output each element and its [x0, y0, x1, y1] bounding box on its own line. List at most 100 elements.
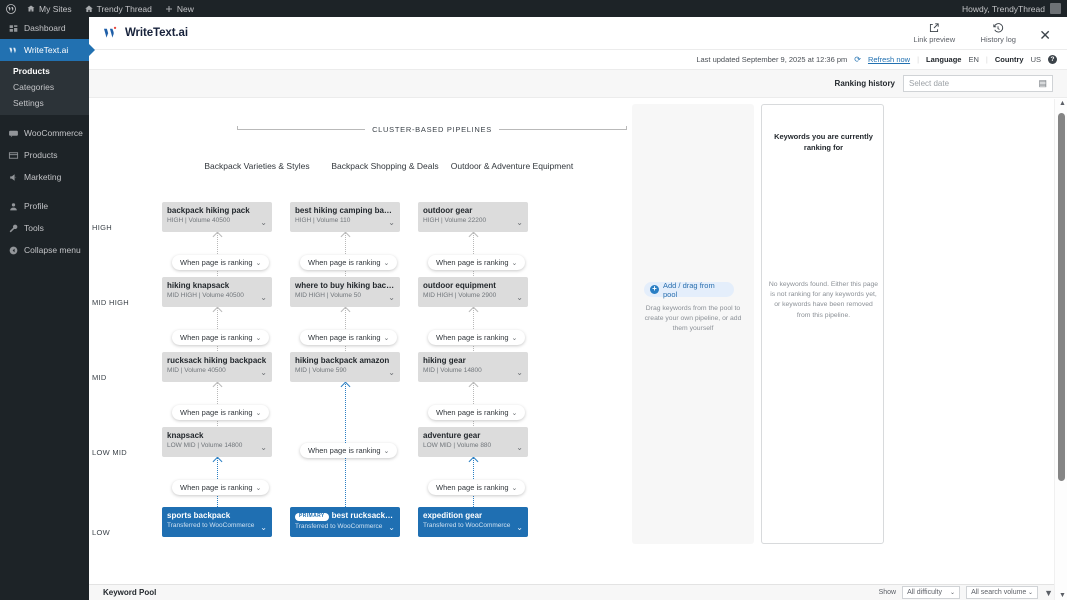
sidebar-item-profile[interactable]: Profile: [0, 195, 89, 217]
ranking-condition-pill[interactable]: When page is ranking ⌄: [300, 330, 398, 345]
keyword-node[interactable]: hiking knapsack MID HIGH | Volume 40500 …: [162, 277, 272, 307]
caret-down-icon[interactable]: ▼: [1059, 592, 1066, 599]
language-value[interactable]: EN: [968, 55, 979, 64]
ranking-condition-pill[interactable]: When page is ranking ⌄: [172, 405, 270, 420]
keyword-node[interactable]: backpack hiking pack HIGH | Volume 40500…: [162, 202, 272, 232]
node-title: adventure gear: [423, 431, 481, 440]
sidebar-item-marketing[interactable]: Marketing: [0, 166, 89, 188]
filter-icon[interactable]: ▼: [1044, 587, 1053, 598]
wordpress-icon[interactable]: [0, 0, 20, 17]
adminbar-item-site-name[interactable]: Trendy Thread: [78, 0, 158, 17]
column-heading-1: Backpack Varieties & Styles: [204, 161, 310, 171]
volume-filter-select[interactable]: All search volume ⌄: [966, 586, 1039, 599]
ranking-condition-pill[interactable]: When page is ranking ⌄: [300, 255, 398, 270]
sidebar-item-collapse-menu[interactable]: Collapse menu: [0, 239, 89, 261]
chevron-down-icon[interactable]: ⌄: [388, 218, 395, 227]
close-icon[interactable]: ✕: [1039, 27, 1051, 43]
sidebar-subitem-settings[interactable]: Settings: [0, 95, 89, 111]
adminbar-item-new[interactable]: New: [158, 0, 200, 17]
chevron-down-icon: ⌄: [255, 484, 262, 492]
keyword-node-transferred[interactable]: expedition gear Transferred to WooCommer…: [418, 507, 528, 537]
chevron-down-icon[interactable]: ⌄: [516, 293, 523, 302]
keyword-node[interactable]: hiking gear MID | Volume 14800 ⌄: [418, 352, 528, 382]
keyword-node[interactable]: hiking backpack amazon MID | Volume 590 …: [290, 352, 400, 382]
add-drag-from-pool-button[interactable]: + Add / drag from pool: [644, 281, 734, 299]
chevron-down-icon[interactable]: ⌄: [260, 368, 267, 377]
sidebar-sublabel-settings: Settings: [13, 98, 44, 108]
caret-up-icon[interactable]: ▲: [1059, 100, 1066, 107]
link-preview-label: Link preview: [913, 35, 956, 44]
chevron-down-icon[interactable]: ⌄: [388, 368, 395, 377]
volume-filter-value: All search volume: [971, 589, 1027, 596]
sidebar-subitem-products[interactable]: Products: [0, 63, 89, 79]
sidebar-label-writetext-ai: WriteText.ai: [24, 45, 69, 55]
ranking-condition-pill[interactable]: When page is ranking ⌄: [300, 443, 398, 458]
connector-arrow-c1-midhigh: [212, 306, 222, 317]
ranking-date-input[interactable]: Select date ▤: [903, 75, 1053, 92]
external-link-icon: [930, 23, 939, 33]
keyword-node[interactable]: outdoor equipment MID HIGH | Volume 2900…: [418, 277, 528, 307]
ranking-condition-pill[interactable]: When page is ranking ⌄: [172, 330, 270, 345]
chevron-down-icon[interactable]: ⌄: [260, 443, 267, 452]
adminbar-item-my-sites[interactable]: My Sites: [20, 0, 78, 17]
column-heading-3: Outdoor & Adventure Equipment: [450, 161, 574, 171]
chevron-down-icon[interactable]: ⌄: [516, 523, 523, 532]
chevron-down-icon: ⌄: [255, 409, 262, 417]
products-icon: [8, 151, 19, 159]
help-icon[interactable]: ?: [1048, 55, 1057, 64]
pool-hint-text: Drag keywords from the pool to create yo…: [644, 305, 742, 333]
sidebar-item-products[interactable]: Products: [0, 144, 89, 166]
ranking-condition-pill[interactable]: When page is ranking ⌄: [172, 255, 270, 270]
link-preview-button[interactable]: Link preview: [911, 22, 957, 44]
chevron-down-icon: ⌄: [1028, 590, 1034, 596]
ranking-condition-pill[interactable]: When page is ranking ⌄: [428, 405, 526, 420]
keyword-pool-filters: Show All difficulty ⌄ All search volume …: [879, 586, 1053, 599]
panel-header-actions: Link preview History log ✕: [911, 22, 1053, 44]
keyword-node[interactable]: where to buy hiking backp... MID HIGH | …: [290, 277, 400, 307]
ranking-condition-pill[interactable]: When page is ranking ⌄: [428, 480, 526, 495]
keyword-node[interactable]: knapsack LOW MID | Volume 14800 ⌄: [162, 427, 272, 457]
chevron-down-icon[interactable]: ⌄: [516, 218, 523, 227]
chevron-down-icon[interactable]: ⌄: [260, 218, 267, 227]
history-log-button[interactable]: History log: [975, 22, 1021, 44]
sidebar-item-writetext-ai[interactable]: WriteText.ai: [0, 39, 89, 61]
chevron-down-icon[interactable]: ⌄: [260, 523, 267, 532]
keyword-node[interactable]: best hiking camping back... HIGH | Volum…: [290, 202, 400, 232]
sidebar-label-marketing: Marketing: [24, 172, 62, 182]
keyword-node[interactable]: rucksack hiking backpack MID | Volume 40…: [162, 352, 272, 382]
keyword-node[interactable]: adventure gear LOW MID | Volume 880 ⌄: [418, 427, 528, 457]
chevron-down-icon: ⌄: [383, 259, 390, 267]
pill-label: When page is ranking: [308, 258, 381, 267]
bracket-left: [237, 126, 366, 130]
pill-label: When page is ranking: [180, 408, 253, 417]
difficulty-filter-select[interactable]: All difficulty ⌄: [902, 586, 961, 599]
calendar-icon: ▤: [1038, 78, 1047, 88]
sidebar-item-woocommerce[interactable]: WooCommerce: [0, 122, 89, 144]
connector-arrow-c1-mid: [212, 381, 222, 392]
ranking-condition-pill[interactable]: When page is ranking ⌄: [428, 330, 526, 345]
node-title: expedition gear: [423, 511, 483, 520]
scrollbar-thumb[interactable]: [1058, 113, 1065, 481]
adminbar-account[interactable]: Howdy, TrendyThread: [962, 3, 1067, 14]
pipeline-drop-column[interactable]: + Add / drag from pool Drag keywords fro…: [632, 104, 754, 544]
sidebar-subitem-categories[interactable]: Categories: [0, 79, 89, 95]
chevron-down-icon[interactable]: ⌄: [516, 443, 523, 452]
chevron-down-icon[interactable]: ⌄: [260, 293, 267, 302]
ranking-condition-pill[interactable]: When page is ranking ⌄: [172, 480, 270, 495]
refresh-now-link[interactable]: Refresh now: [867, 55, 911, 64]
avatar[interactable]: [1050, 3, 1061, 14]
chevron-down-icon[interactable]: ⌄: [516, 368, 523, 377]
ranking-condition-pill[interactable]: When page is ranking ⌄: [428, 255, 526, 270]
node-title: outdoor equipment: [423, 281, 496, 290]
country-value[interactable]: US: [1030, 55, 1041, 64]
chevron-down-icon[interactable]: ⌄: [388, 523, 395, 532]
sidebar-item-tools[interactable]: Tools: [0, 217, 89, 239]
sidebar-item-dashboard[interactable]: Dashboard: [0, 17, 89, 39]
keyword-node[interactable]: outdoor gear HIGH | Volume 22200 ⌄: [418, 202, 528, 232]
keyword-node-transferred[interactable]: sports backpack Transferred to WooCommer…: [162, 507, 272, 537]
vertical-scrollbar[interactable]: ▲ ▼: [1054, 99, 1067, 600]
chevron-down-icon[interactable]: ⌄: [388, 293, 395, 302]
panel-brand: WriteText.ai: [103, 26, 188, 40]
